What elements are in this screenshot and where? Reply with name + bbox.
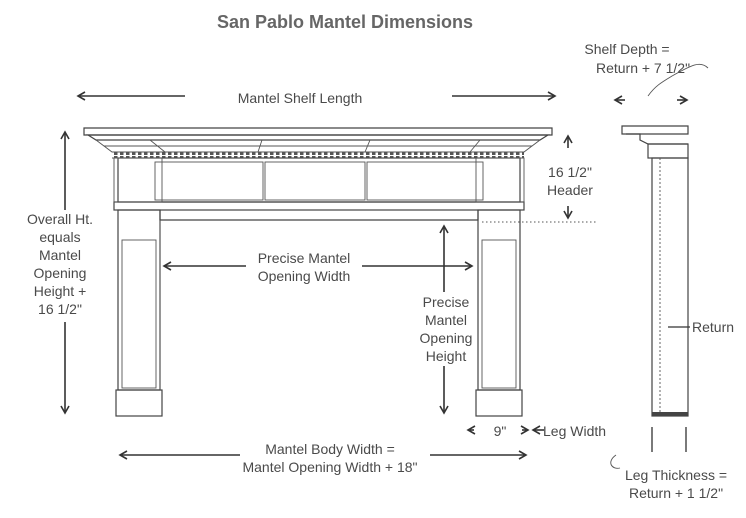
- opening-height-label-2: Mantel: [425, 312, 467, 328]
- shelf-depth-label-1: Shelf Depth =: [584, 41, 669, 57]
- diagram-title: San Pablo Mantel Dimensions: [217, 12, 473, 32]
- overall-height-label-5: Height +: [34, 283, 87, 299]
- leg-thickness-label-1: Leg Thickness =: [625, 467, 727, 483]
- opening-width-label-1: Precise Mantel: [258, 250, 351, 266]
- shelf-depth-label-2: Return + 7 1/2": [596, 60, 690, 76]
- header-label-1: 16 1/2": [548, 164, 592, 180]
- overall-height-label-2: equals: [39, 229, 80, 245]
- mantel-front-view: [83, 127, 553, 417]
- opening-height-label-4: Height: [426, 348, 467, 364]
- leg-thickness-leader: [610, 454, 621, 469]
- shelf-depth-leader: [647, 63, 709, 97]
- overall-height-label-6: 16 1/2": [38, 301, 82, 317]
- leg-thickness-label-2: Return + 1 1/2": [629, 485, 723, 501]
- overall-height-label-1: Overall Ht.: [27, 211, 93, 227]
- header-label-2: Header: [547, 182, 593, 198]
- return-label: Return: [692, 319, 734, 335]
- leg-width-label: Leg Width: [543, 423, 606, 439]
- mantel-side-view: [621, 125, 689, 417]
- body-width-label-2: Mantel Opening Width + 18": [242, 459, 417, 475]
- opening-width-label-2: Opening Width: [258, 268, 351, 284]
- leg-width-value: 9": [494, 423, 507, 439]
- opening-height-label-3: Opening: [420, 330, 473, 346]
- body-width-label-1: Mantel Body Width =: [265, 441, 395, 457]
- overall-height-label-3: Mantel: [39, 247, 81, 263]
- shelf-length-label: Mantel Shelf Length: [238, 90, 363, 106]
- overall-height-label-4: Opening: [34, 265, 87, 281]
- opening-height-label-1: Precise: [423, 294, 470, 310]
